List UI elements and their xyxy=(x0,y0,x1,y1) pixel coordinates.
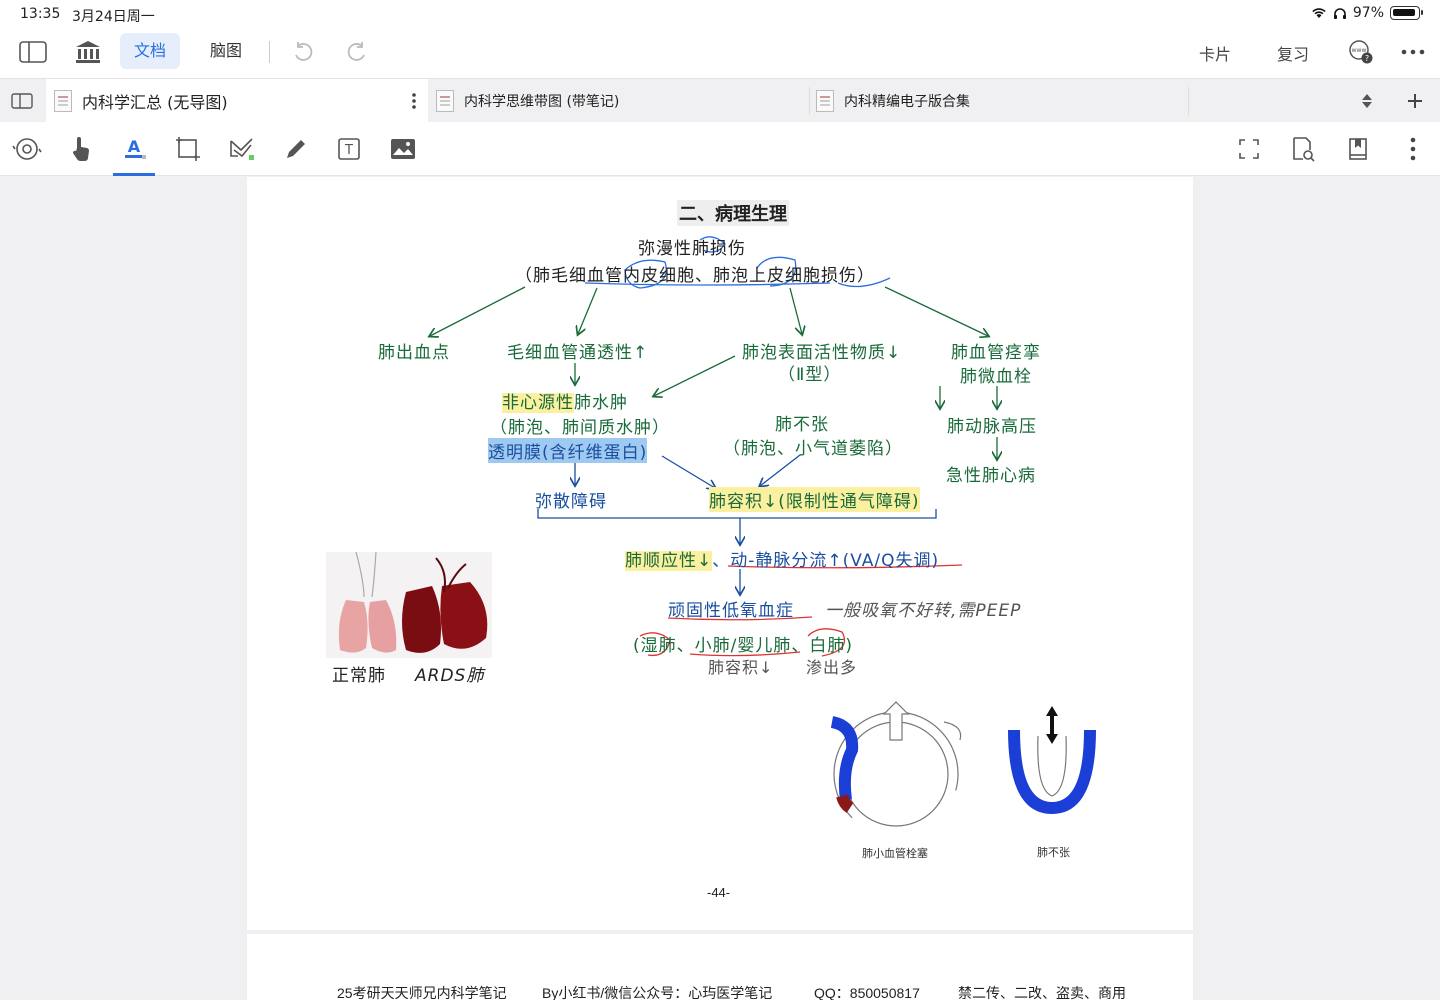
node-permeability: 毛细血管通透性↑ xyxy=(507,343,649,363)
document-icon xyxy=(816,90,834,112)
search-doc-icon[interactable] xyxy=(1288,134,1318,164)
edema-text: 肺水肿 xyxy=(574,393,628,413)
web-help-icon[interactable]: www? xyxy=(1346,38,1376,66)
lung-note-exudate: 渗出多 xyxy=(806,658,858,677)
lung-types: (湿肺、小肺/婴儿肺、白肺) xyxy=(633,636,853,656)
document-icon xyxy=(436,90,454,112)
svg-text:?: ? xyxy=(1365,54,1369,63)
lasso-icon[interactable] xyxy=(227,134,257,164)
next-page xyxy=(247,934,1193,1000)
battery-percent: 97% xyxy=(1352,5,1384,21)
sidebar-toggle-icon[interactable] xyxy=(18,38,48,66)
battery-icon xyxy=(1390,6,1423,20)
fullscreen-icon[interactable] xyxy=(1234,134,1264,164)
document-tabs: 内科学汇总 (无导图) 内科学思维带图 (带笔记) 内科精编电子版合集 xyxy=(0,78,1440,123)
mode-document-button[interactable]: 文档 xyxy=(120,33,181,69)
node-acute-cor-pulmonale: 急性肺心病 xyxy=(946,466,1036,486)
node-surfactant-type: （Ⅱ型） xyxy=(778,365,842,385)
document-icon xyxy=(54,90,72,112)
status-time: 13:35 xyxy=(20,6,61,22)
card-button[interactable]: 卡片 xyxy=(1199,45,1232,64)
sort-tabs-icon[interactable] xyxy=(1354,79,1380,123)
status-right: 97% xyxy=(1311,5,1423,21)
edema-highlight: 非心源性 xyxy=(502,393,574,413)
tab-divider xyxy=(1188,87,1189,115)
tab-label: 内科学思维带图 (带笔记) xyxy=(464,94,620,110)
node-compliance-shunt: 肺顺应性↓、动-静脉分流↑(VA/Q失调) xyxy=(625,546,939,571)
node-surfactant: 肺泡表面活性物质↓ xyxy=(742,343,902,363)
pen-icon[interactable] xyxy=(281,134,311,164)
node-atelectasis: 肺不张 xyxy=(775,415,829,435)
tab-label: 内科学汇总 (无导图) xyxy=(82,93,228,112)
svg-text:www: www xyxy=(1352,47,1367,54)
mode-mindmap-button[interactable]: 脑图 xyxy=(210,41,243,60)
tab-more-icon[interactable] xyxy=(412,93,416,109)
lung-comparison-photo xyxy=(326,552,492,658)
headphones-icon xyxy=(1333,7,1346,19)
split-view-icon[interactable] xyxy=(0,79,44,123)
text-highlight-icon[interactable]: A xyxy=(119,134,149,164)
svg-text:T: T xyxy=(344,143,353,158)
crop-icon[interactable] xyxy=(173,134,203,164)
node-diffusion-impairment: 弥散障碍 xyxy=(535,492,607,512)
footer-copyright: 禁二传、二改、盗卖、商用 xyxy=(958,985,1126,1000)
settings-rotate-icon[interactable] xyxy=(12,134,42,164)
node-diffuse-lung-injury: 弥漫性肺损伤 xyxy=(638,239,746,259)
node-edema: 非心源性肺水肿 xyxy=(502,388,628,413)
node-vasospasm: 肺血管痉挛 xyxy=(951,343,1041,363)
atelectasis-figure xyxy=(1008,706,1096,815)
divider xyxy=(269,41,270,63)
app-header: 文档 脑图 卡片 复习 www? xyxy=(0,28,1440,78)
photo-label-ards: ARDS肺 xyxy=(415,666,485,686)
footer-author: By小红书/微信公众号：心玙医学笔记 xyxy=(542,985,773,1000)
footer-qq: QQ：850050817 xyxy=(814,985,920,1000)
vessel-embolism-figure xyxy=(830,701,962,837)
review-button[interactable]: 复习 xyxy=(1277,45,1310,64)
node-atelectasis-detail: （肺泡、小气道萎陷） xyxy=(723,439,903,459)
shunt-text: 、动-静脉分流↑(VA/Q失调) xyxy=(712,551,940,571)
tab-mindmap-notes[interactable]: 内科学思维带图 (带笔记) xyxy=(432,79,808,123)
compliance-text: 肺顺应性↓ xyxy=(625,551,713,571)
more-icon[interactable] xyxy=(1398,134,1428,164)
svg-text:A: A xyxy=(128,137,141,156)
tab-label: 内科精编电子版合集 xyxy=(844,94,970,110)
node-pulmonary-hypertension: 肺动脉高压 xyxy=(947,417,1037,437)
tab-internal-medicine-summary[interactable]: 内科学汇总 (无导图) xyxy=(46,79,428,123)
active-tool-indicator xyxy=(113,173,155,176)
undo-icon[interactable] xyxy=(288,38,318,66)
footer-title: 25考研天天师兄内科学笔记 xyxy=(337,985,507,1000)
node-refractory-hypoxemia: 顽固性低氧血症 xyxy=(668,601,794,621)
tab-refined-collection[interactable]: 内科精编电子版合集 xyxy=(812,79,1188,123)
bookmark-icon[interactable] xyxy=(1343,134,1373,164)
hand-icon[interactable] xyxy=(66,134,96,164)
tab-divider xyxy=(809,87,810,115)
photo-label-normal: 正常肺 xyxy=(332,666,386,686)
status-bar: 13:35 3月24日周一 97% xyxy=(0,0,1440,28)
node-hemorrhage: 肺出血点 xyxy=(378,343,450,363)
image-icon[interactable] xyxy=(388,134,418,164)
node-lung-volume: 肺容积↓(限制性通气障碍) xyxy=(709,487,920,512)
add-tab-icon[interactable] xyxy=(1402,79,1428,123)
section-title: 二、病理生理 xyxy=(677,200,789,226)
library-icon[interactable] xyxy=(73,38,103,66)
textbox-icon[interactable]: T xyxy=(334,134,364,164)
node-injury-detail: （肺毛细血管内皮细胞、肺泡上皮细胞损伤） xyxy=(515,266,875,286)
figure-caption-atelectasis: 肺不张 xyxy=(1037,846,1070,859)
lung-note-volume: 肺容积↓ xyxy=(708,658,774,677)
figure-caption-embolism: 肺小血管栓塞 xyxy=(862,847,928,860)
page-number: -44- xyxy=(707,885,731,900)
node-microthrombus: 肺微血栓 xyxy=(960,367,1032,387)
more-menu-icon[interactable] xyxy=(1398,38,1428,66)
node-edema-detail: （肺泡、肺间质水肿） xyxy=(490,418,670,438)
wifi-icon xyxy=(1312,8,1326,18)
annotation-toolbar: A T xyxy=(0,122,1440,176)
node-hyaline-membrane: 透明膜(含纤维蛋白) xyxy=(488,438,648,463)
redo-icon[interactable] xyxy=(342,38,372,66)
status-date: 3月24日周一 xyxy=(72,9,155,25)
hypoxemia-note: 一般吸氧不好转,需PEEP xyxy=(825,601,1022,621)
